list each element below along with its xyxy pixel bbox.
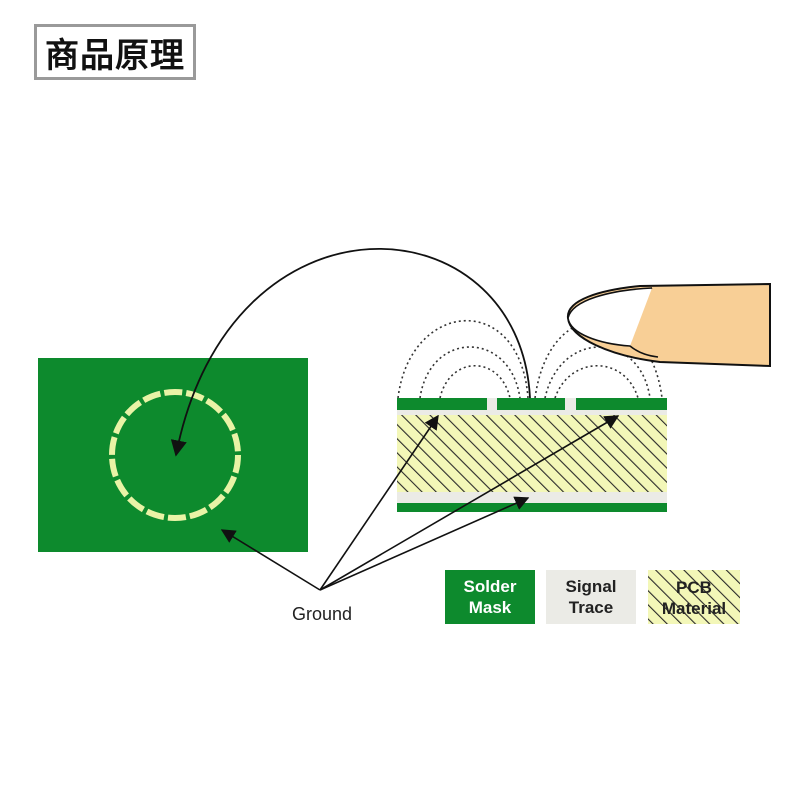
pcb-material-layer <box>397 415 667 492</box>
pcb-cross-section <box>397 398 667 512</box>
legend-pcb-material: PCB Material <box>648 570 740 624</box>
legend-signal-trace-line2: Trace <box>569 598 613 617</box>
solder-mask-top-left <box>397 398 487 410</box>
sensor-connection-arc <box>170 248 531 457</box>
legend-solder-mask: Solder Mask <box>445 570 535 624</box>
page-title: 商品原理 <box>45 35 185 76</box>
solder-mask-bottom <box>397 503 667 512</box>
ground-label: Ground <box>292 604 352 624</box>
legend-solder-mask-line2: Mask <box>469 598 512 617</box>
legend-pcb-material-line1: PCB <box>676 578 712 597</box>
legend-solder-mask-line1: Solder <box>464 577 517 596</box>
legend-pcb-material-line2: Material <box>662 599 726 618</box>
legend-signal-trace: Signal Trace <box>546 570 636 624</box>
legend: Solder Mask Signal Trace PCB Material <box>445 570 740 624</box>
finger-illustration <box>566 282 771 368</box>
legend-signal-trace-line1: Signal <box>565 577 616 596</box>
title-box: 商品原理 <box>34 24 196 80</box>
ground-arrows <box>220 414 620 591</box>
solder-mask-top-right <box>576 398 667 410</box>
sensor-pad-ring <box>109 389 241 521</box>
solder-mask-top-center <box>497 398 565 410</box>
pcb-top-view <box>38 358 308 552</box>
